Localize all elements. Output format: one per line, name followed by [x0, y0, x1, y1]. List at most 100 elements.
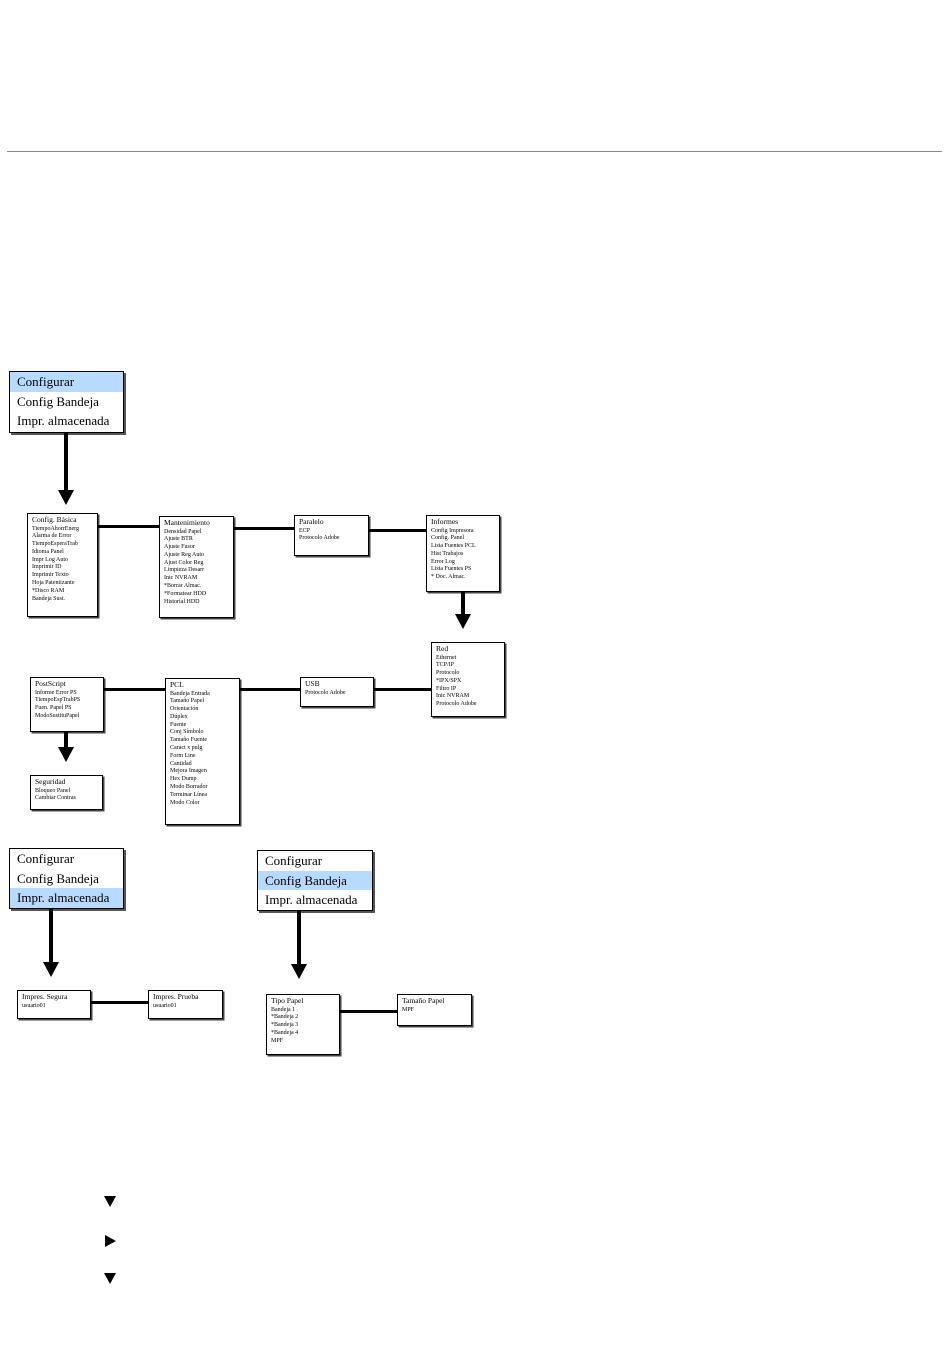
menu-impr-almacenada-selected[interactable]: Configurar Config Bandeja Impr. almacena… [9, 848, 124, 909]
box-item: *Borrar Almac. [164, 583, 202, 590]
box-item: Config. Panel [431, 535, 464, 542]
box-item: Fuen. Papel PS [35, 705, 72, 712]
right-arrow-icon [105, 1235, 116, 1247]
box-title: Tamaño Papel [402, 996, 445, 1005]
box-item: MPF [271, 1037, 284, 1044]
box-item: Limpieza Desarr [164, 567, 205, 574]
box-item: Ajuste Reg Auto [164, 551, 204, 558]
box-item: Hist Trabajos [431, 550, 464, 557]
box-item: TiempoEsperaTrab [32, 541, 78, 548]
menu-item-config-bandeja[interactable]: Config Bandeja [17, 870, 99, 886]
connector-line [234, 527, 294, 530]
box-item: Ajust Color Reg [164, 559, 204, 566]
menu-item-impr-almacenada[interactable]: Impr. almacenada [265, 892, 358, 907]
menu-item-configurar[interactable]: Configurar [265, 853, 323, 868]
box-item: Imprimir Texto [32, 572, 69, 579]
connector-line [374, 688, 431, 691]
connector-line [297, 911, 301, 966]
connector-line [64, 732, 68, 749]
box-item: Ajuste Fusor [164, 544, 195, 551]
box-item: Informe Error PS [35, 689, 77, 696]
arrow-down-icon [43, 962, 59, 977]
menu-item-impr-almacenada[interactable]: Impr. almacenada [17, 413, 110, 428]
box-item: usuario01 [22, 1002, 46, 1009]
connector-line [98, 525, 159, 528]
box-item: Tamaño Fuente [170, 737, 208, 744]
menu-item-config-bandeja[interactable]: Config Bandeja [258, 870, 372, 890]
arrow-down-icon [58, 490, 74, 505]
box-item: Cantidad [170, 760, 192, 767]
box-title: USB [305, 679, 320, 688]
box-item: Lista Fuentes PCL [431, 543, 476, 550]
box-item: Ethernet [436, 654, 457, 661]
box-item: *IPX/SPX [436, 677, 462, 684]
connector-line [461, 592, 465, 616]
box-item: Protocolo Adobe [305, 689, 346, 696]
box-item: Config Impresora [431, 527, 474, 534]
box-item: Conj Símbolo [170, 729, 204, 736]
box-item: Impr Log Auto [32, 556, 68, 563]
box-item: Bandeja Sust. [32, 595, 65, 602]
box-item: ECP [299, 527, 311, 534]
menu-item-config-bandeja[interactable]: Config Bandeja [17, 393, 99, 409]
box-item: Bandeja Entrada [170, 690, 210, 697]
down-arrow-icon [104, 1273, 116, 1284]
connector-line [49, 909, 53, 964]
box-item: Modo Borrador [170, 784, 208, 791]
connector-line [64, 433, 68, 491]
box-item: Protocolo Adobe [436, 701, 477, 708]
box-item: Error Log [431, 558, 455, 565]
box-item: Filtro IP [436, 685, 457, 692]
box-title: PCL [170, 680, 184, 689]
box-item: Idioma Panel [32, 548, 64, 555]
box-item: MPF [402, 1006, 415, 1013]
box-title: Tipo Papel [271, 996, 304, 1005]
box-item: Form Line [170, 752, 196, 759]
box-item: Hex Dump [170, 776, 197, 783]
box-title: Config. Básica [32, 515, 77, 524]
box-item: TiempoAhorrEnerg [32, 525, 79, 532]
box-item: Protocolo [436, 670, 460, 677]
box-item: Protocolo Adobe [299, 535, 340, 542]
box-title: Red [436, 644, 449, 653]
box-title: Paralelo [299, 517, 324, 526]
connector-line [104, 688, 165, 691]
box-item: Fuente [170, 721, 187, 728]
box-item: Cambiar Contras [35, 795, 76, 802]
box-title: Seguridad [35, 777, 66, 786]
box-item: Hoja Patentizante [32, 580, 75, 587]
box-item: Caract x pulg [170, 745, 203, 752]
menu-item-impr-almacenada[interactable]: Impr. almacenada [10, 888, 123, 908]
box-item: Dúplex [170, 713, 188, 720]
box-item: *Bandeja 3 [271, 1022, 299, 1029]
arrow-down-icon [455, 614, 471, 629]
box-item: Inic NVRAM [164, 575, 198, 582]
menu-item-configurar[interactable]: Configurar [10, 372, 123, 392]
box-item: Modo Color [170, 799, 200, 806]
box-item: Historial HDD [164, 598, 200, 605]
menu-item-configurar[interactable]: Configurar [17, 851, 75, 866]
arrow-down-icon [58, 747, 74, 762]
box-title: Impres. Segura [22, 992, 68, 1001]
box-item: * Doc. Almac. [431, 574, 466, 581]
box-item: Bloqueo Panel [35, 787, 71, 794]
box-item: Terminar Línea [170, 791, 208, 798]
box-item: Lista Fuentes PS [431, 566, 472, 573]
box-title: Mantenimiento [164, 518, 210, 527]
menu-configurar-selected[interactable]: Configurar Config Bandeja Impr. almacena… [9, 371, 124, 433]
box-item: TiempoEspTrabPS [35, 697, 81, 704]
box-item: Mejora Imagen [170, 768, 207, 775]
box-item: *Bandeja 4 [271, 1029, 299, 1036]
connector-line [240, 688, 300, 691]
menu-config-bandeja-selected[interactable]: Configurar Config Bandeja Impr. almacena… [257, 850, 373, 911]
